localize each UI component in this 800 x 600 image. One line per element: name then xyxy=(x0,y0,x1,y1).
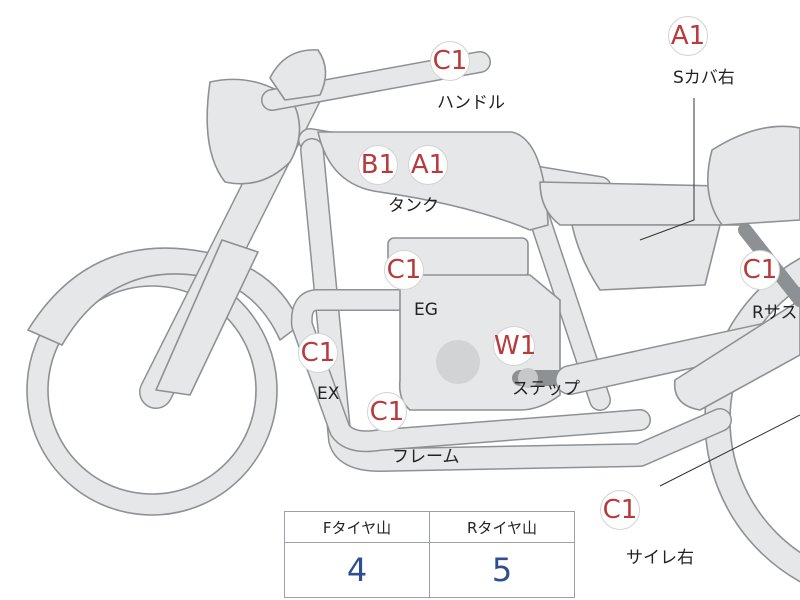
silencer-shape xyxy=(555,299,800,411)
tank-code-badge-2: A1 xyxy=(408,145,448,185)
exhaust-label: EX xyxy=(317,384,340,404)
engine-label: EG xyxy=(414,300,438,320)
step-code-badge: W1 xyxy=(493,326,536,366)
side-cover-label: Sカバ右 xyxy=(673,68,735,88)
tire-tread-value-row: 4 5 xyxy=(284,542,575,598)
frame-label: フレーム xyxy=(392,447,460,467)
rear-tire-tread-value: 5 xyxy=(429,542,575,598)
silencer-pointer xyxy=(659,414,800,487)
frame-code-badge: C1 xyxy=(367,392,407,432)
rear-suspension-code-badge: C1 xyxy=(740,250,780,290)
front-tire-tread-header: Fタイヤ山 xyxy=(284,511,430,543)
silencer-label: サイレ右 xyxy=(626,548,694,568)
handle-label: ハンドル xyxy=(437,93,505,113)
rear-tire-tread-header: Rタイヤ山 xyxy=(429,511,575,543)
rear-suspension-label: Rサス xyxy=(752,303,798,323)
side-cover-pointer xyxy=(639,98,695,241)
exhaust-shape xyxy=(290,289,651,453)
silencer-code-badge: C1 xyxy=(600,490,640,530)
rear-cowl-shape xyxy=(707,125,800,226)
front-tire-tread-value: 4 xyxy=(284,542,430,598)
step-label: ステップ xyxy=(512,379,580,399)
tire-tread-table: Fタイヤ山 Rタイヤ山 4 5 xyxy=(284,511,575,598)
tank-code-badge-1: B1 xyxy=(358,145,398,185)
handle-code-badge: C1 xyxy=(430,41,470,81)
engine-code-badge: C1 xyxy=(384,250,424,290)
tank-label: タンク xyxy=(388,196,439,216)
side-cover-code-badge: A1 xyxy=(668,16,708,56)
exhaust-code-badge: C1 xyxy=(298,333,338,373)
side-cover-shape xyxy=(571,224,721,291)
tire-tread-header-row: Fタイヤ山 Rタイヤ山 xyxy=(284,511,575,543)
